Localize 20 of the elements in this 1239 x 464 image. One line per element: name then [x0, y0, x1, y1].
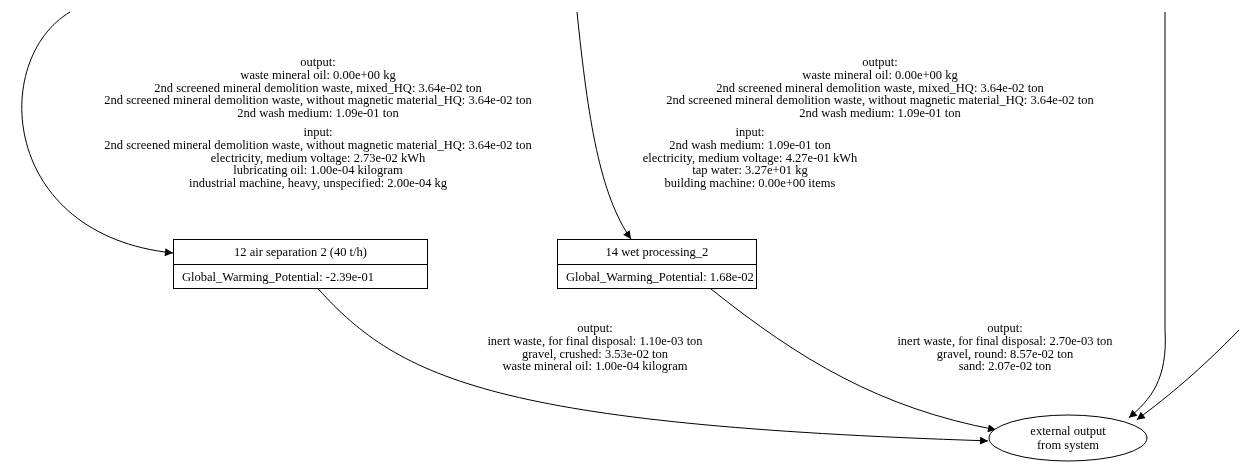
arrow: [1136, 329, 1239, 421]
process-record-box: [173, 239, 428, 289]
process-title: 14 wet processing_2: [604, 244, 710, 261]
arrow: [710, 288, 997, 433]
indicator-text: Global_Warming_Potential: -2.39e-01: [174, 264, 427, 289]
terminal-ellipse: [988, 414, 1148, 462]
indicator-text: Global_Warming_Potential: 1.68e-02: [558, 264, 756, 289]
edge-label: output: waste mineral oil: 0.00e+00 kg 2nd screened mineral demolition waste, mixed_HQ: 3.64e-02 ton 2nd screened mineral demolition waste, without magnetic material_HQ: 3.64e-02 ton 2nd wash medium: 1.09e-01 ton: [104, 56, 532, 120]
node-label: external output from system: [1029, 424, 1107, 452]
edge-label: output: inert waste, for final disposal: 2.70e-03 ton gravel, round: 8.57e-02 ton sand: 2.07e-02 ton: [897, 322, 1113, 374]
edge-label: input: 2nd wash medium: 1.09e-01 ton electricity, medium voltage: 4.27e-01 kWh tap water: 3.27e+01 kg building machine: 0.00e+00 items: [642, 126, 858, 190]
process-title: 12 air separation 2 (40 t/h): [233, 244, 368, 261]
arrow: [1128, 11, 1166, 419]
arrow: [21, 11, 174, 256]
edge-label: output: waste mineral oil: 0.00e+00 kg 2nd screened mineral demolition waste, mixed_HQ: 3.64e-02 ton 2nd screened mineral demolition waste, without magnetic material_HQ: 3.64e-02 ton 2nd wash medium: 1.09e-01 ton: [666, 56, 1094, 120]
edge-label: output: inert waste, for final disposal: 1.10e-03 ton gravel, crushed: 3.53e-02 ton waste mineral oil: 1.00e-04 kilogram: [487, 322, 703, 374]
edge-label: input: 2nd screened mineral demolition waste, without magnetic material_HQ: 3.64e-02 ton electricity, medium voltage: 2.73e-02 kWh lubricating oil: 1.00e-04 kilogram industrial machine, heavy, unspecified: 2.00e-04 kg: [104, 126, 532, 190]
process-record-box: [557, 239, 757, 289]
arrow: [317, 288, 989, 445]
arrow: [576, 11, 632, 240]
